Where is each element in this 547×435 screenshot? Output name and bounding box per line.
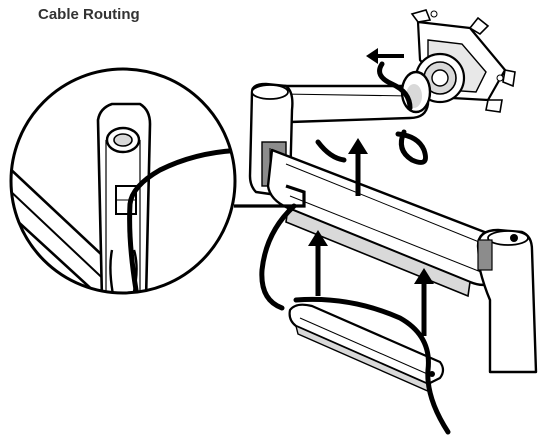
upper-arm — [264, 70, 432, 124]
magnifier-callout — [9, 67, 237, 295]
lower-arm — [266, 148, 502, 298]
page-title: Cable Routing — [38, 6, 140, 23]
cable-routing-arrow — [308, 48, 434, 336]
cable — [259, 61, 451, 435]
base-column — [476, 228, 538, 374]
callout-connector — [234, 184, 306, 208]
cable-tray — [288, 303, 445, 394]
